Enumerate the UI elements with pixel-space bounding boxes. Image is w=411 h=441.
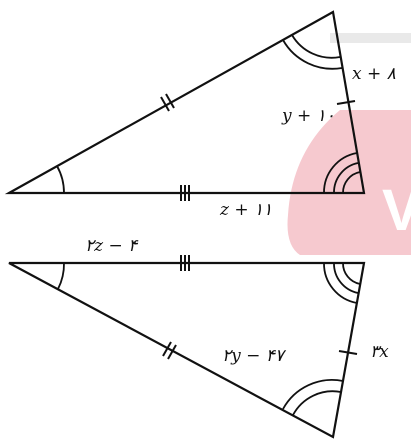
top-right-side-tick (336, 100, 356, 105)
bottom-left-angle-arc (57, 262, 65, 290)
bottom-right-angle-arc-2 (333, 262, 359, 294)
top-right-side-label: x + ۸ (352, 64, 396, 84)
bottom-apex-angle-arc-1 (292, 390, 342, 416)
top-left-side-label: y + ۱۰ (282, 106, 335, 126)
top-left-side-tick-2 (165, 93, 175, 109)
bottom-right-side-tick (338, 350, 358, 355)
top-apex-angle-arc-1 (291, 34, 341, 59)
top-left-angle-arc (56, 165, 65, 194)
watermark-blob (287, 110, 411, 255)
bottom-left-side-tick-2 (167, 344, 177, 360)
bottom-right-side-label: ۳x (370, 342, 389, 362)
watermark-letter: V (382, 178, 411, 243)
bottom-triangle (8, 261, 366, 439)
top-right-angle-arc-3 (323, 152, 358, 194)
top-right-angle-arc-1 (342, 171, 361, 194)
watermark-bar (330, 33, 411, 43)
bottom-top-side-label: ۲z − ۴ (85, 236, 138, 256)
top-apex-angle-arc-2 (282, 39, 343, 70)
top-right-angle-arc-2 (333, 162, 359, 194)
top-base-label: z + ۱۱ (220, 200, 273, 220)
top-triangle (4, 10, 366, 195)
top-left-side-tick-1 (160, 96, 170, 112)
bottom-left-side-tick-1 (162, 341, 172, 357)
bottom-right-angle-arc-3 (323, 262, 358, 304)
bottom-right-angle-arc-1 (342, 262, 361, 285)
bottom-left-side-label: ۲y − ۴۷ (222, 346, 285, 366)
bottom-apex-angle-arc-2 (282, 379, 344, 410)
